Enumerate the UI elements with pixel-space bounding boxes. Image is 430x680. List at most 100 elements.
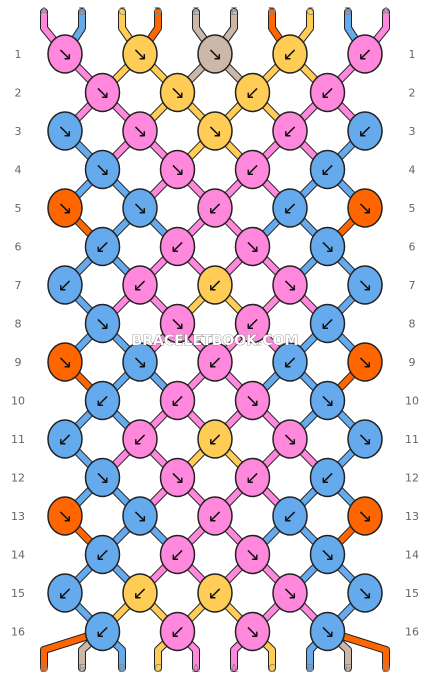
knot-arrow-icon: ↘ [57,198,72,219]
knot-arrow-icon: ↘ [95,83,110,104]
knot: ↘ [159,303,196,344]
knot-arrow-icon: ↙ [207,198,222,219]
knot: ↘ [47,342,83,382]
knot: ↙ [84,380,121,421]
knot: ↙ [272,34,308,74]
knot: ↙ [159,226,196,267]
knot-arrow-icon: ↘ [132,506,147,527]
knot-arrow-icon: ↙ [320,83,335,104]
knot-arrow-icon: ↙ [207,506,222,527]
knot-arrow-icon: ↙ [282,121,297,142]
knot: ↙ [272,496,308,536]
bottom-thread-label: C [268,662,276,675]
knot-arrow-icon: ↙ [95,545,110,566]
knot-arrow-icon: ↘ [170,314,185,335]
knot: ↘ [309,611,346,652]
knot: ↘ [122,342,158,382]
knot: ↙ [84,611,121,652]
knot: ↙ [234,457,271,498]
knot: ↙ [47,419,83,459]
knot-arrow-icon: ↙ [132,275,147,296]
knot: ↙ [159,611,196,652]
knot-arrow-icon: ↘ [57,506,72,527]
knot: ↘ [47,496,83,536]
knot-arrow-icon: ↘ [132,352,147,373]
bottom-thread-label: B [118,662,126,675]
row-number-right: 8 [409,318,416,331]
knot-arrow-icon: ↙ [170,391,185,412]
knot-arrow-icon: ↘ [357,198,372,219]
knot-arrow-icon: ↙ [57,583,72,604]
knot: ↘ [122,34,158,74]
knot: ↘ [347,342,383,382]
knot: ↙ [84,226,121,267]
bottom-thread-label: A [192,662,200,675]
knot-arrow-icon: ↘ [320,237,335,258]
knot: ↘ [159,72,196,113]
row-number-left: 8 [15,318,22,331]
row-number-right: 3 [409,125,416,138]
row-number-right: 4 [409,164,416,177]
knot-arrow-icon: ↘ [282,429,297,450]
knot-arrow-icon: ↙ [170,237,185,258]
row-number-right: 2 [409,87,416,100]
row-number-right: 14 [405,549,419,562]
row-number-right: 6 [409,241,416,254]
knot-arrow-icon: ↘ [245,622,260,643]
knot: ↙ [197,573,233,613]
row-number-right: 7 [409,279,416,292]
knot-arrow-icon: ↙ [282,352,297,373]
knot: ↘ [47,34,83,74]
knot: ↘ [159,149,196,190]
row-number-left: 5 [15,202,22,215]
row-number-left: 6 [15,241,22,254]
top-thread-label: B [78,5,86,18]
knot: ↙ [234,149,271,190]
knot: ↙ [309,457,346,498]
knot-arrow-icon: ↘ [357,275,372,296]
top-thread-label: E [231,5,238,18]
top-thread-label: E [193,5,200,18]
knot: ↙ [47,573,83,613]
row-number-left: 10 [11,395,25,408]
knot-arrow-icon: ↙ [132,429,147,450]
knot-arrow-icon: ↘ [320,545,335,566]
knot-arrow-icon: ↙ [170,622,185,643]
bottom-thread-label: E [79,662,86,675]
bottom-thread [41,628,106,671]
row-number-right: 9 [409,356,416,369]
row-number-right: 11 [405,433,419,446]
knot: ↘ [234,226,271,267]
row-number-left: 2 [15,87,22,100]
row-number-left: 7 [15,279,22,292]
knot-arrow-icon: ↘ [357,583,372,604]
top-thread-label: C [118,5,126,18]
row-number-left: 9 [15,356,22,369]
knot-arrow-icon: ↘ [357,506,372,527]
top-thread-label: C [306,5,314,18]
knot-arrow-icon: ↘ [207,44,222,65]
bottom-thread-label: B [306,662,314,675]
knot-arrow-icon: ↙ [245,314,260,335]
knot: ↘ [159,457,196,498]
top-thread-label: D [268,5,276,18]
knot: ↘ [84,457,121,498]
bottom-thread-label: D [40,662,48,675]
knot-arrow-icon: ↘ [320,391,335,412]
row-number-left: 3 [15,125,22,138]
knot-arrow-icon: ↙ [132,583,147,604]
knot: ↙ [159,534,196,575]
row-number-right: 15 [405,587,419,600]
knot-arrow-icon: ↙ [245,83,260,104]
knot: ↙ [159,380,196,421]
bottom-thread-label: C [154,662,162,675]
knot: ↘ [234,534,271,575]
knot-arrow-icon: ↙ [245,468,260,489]
knot: ↙ [234,72,271,113]
row-number-right: 16 [405,626,419,639]
knot: ↘ [309,380,346,421]
row-number-right: 10 [405,395,419,408]
knot: ↙ [122,265,158,305]
